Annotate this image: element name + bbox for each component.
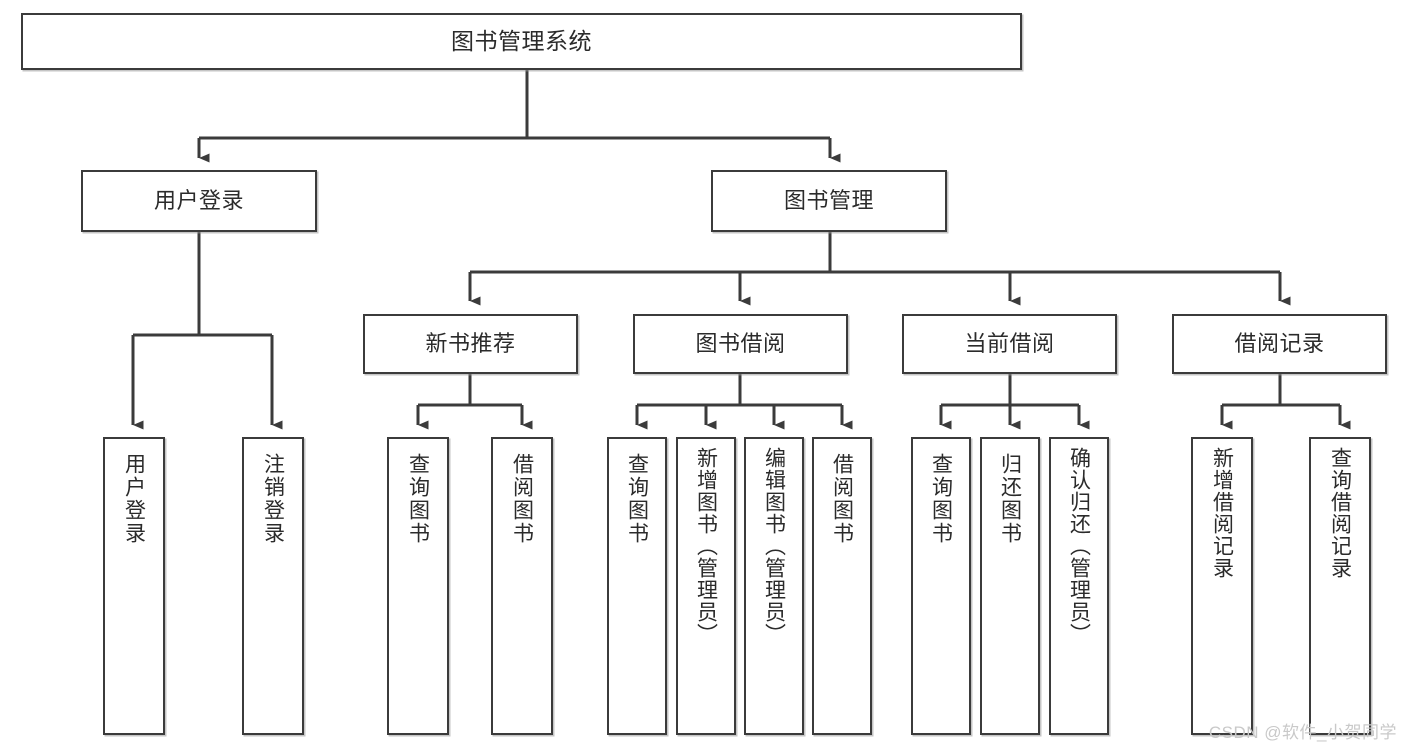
node-leaf-user-login[interactable]: 用户登录 (103, 437, 165, 735)
node-label: 借阅记录 (1234, 331, 1325, 357)
node-leaf-logout[interactable]: 注销登录 (242, 437, 304, 735)
node-label: 借阅图书 (510, 453, 534, 545)
node-label: 归还图书 (998, 453, 1022, 545)
node-label: 图书借阅 (695, 331, 786, 357)
node-root-system[interactable]: 图书管理系统 (21, 13, 1022, 70)
node-user-login[interactable]: 用户登录 (81, 170, 317, 232)
node-label: 编辑图书（管理员） (762, 447, 786, 645)
node-label: 新增借阅记录 (1210, 447, 1234, 579)
node-label: 图书管理 (783, 188, 874, 214)
watermark: CSDN @软件_小贺同学 (1208, 723, 1397, 742)
node-label: 借阅图书 (830, 453, 854, 545)
node-leaf-borrow-book-recommend[interactable]: 借阅图书 (491, 437, 553, 735)
node-leaf-add-book-admin[interactable]: 新增图书（管理员） (676, 437, 736, 735)
node-label: 注销登录 (261, 453, 285, 545)
node-label: 用户登录 (153, 188, 244, 214)
node-leaf-query-book-recommend[interactable]: 查询图书 (387, 437, 449, 735)
node-leaf-query-book-current[interactable]: 查询图书 (911, 437, 971, 735)
node-label: 查询图书 (406, 453, 430, 545)
node-book-management[interactable]: 图书管理 (711, 170, 947, 232)
node-label: 当前借阅 (964, 331, 1055, 357)
node-label: 确认归还（管理员） (1067, 447, 1091, 645)
node-leaf-add-borrow-record[interactable]: 新增借阅记录 (1191, 437, 1253, 735)
node-borrow-record[interactable]: 借阅记录 (1172, 314, 1387, 374)
node-label: 新书推荐 (425, 331, 516, 357)
node-leaf-borrow-book[interactable]: 借阅图书 (812, 437, 872, 735)
node-leaf-confirm-return-admin[interactable]: 确认归还（管理员） (1049, 437, 1109, 735)
node-label: 查询图书 (929, 453, 953, 545)
node-label: 用户登录 (122, 453, 146, 545)
node-book-borrow[interactable]: 图书借阅 (633, 314, 848, 374)
node-label: 新增图书（管理员） (694, 447, 718, 645)
node-label: 查询图书 (625, 453, 649, 545)
node-leaf-edit-book-admin[interactable]: 编辑图书（管理员） (744, 437, 804, 735)
node-leaf-return-book[interactable]: 归还图书 (980, 437, 1040, 735)
node-leaf-query-book-borrow[interactable]: 查询图书 (607, 437, 667, 735)
node-new-book-recommend[interactable]: 新书推荐 (363, 314, 578, 374)
node-label: 查询借阅记录 (1328, 447, 1352, 579)
node-label: 图书管理系统 (451, 27, 592, 54)
node-leaf-query-borrow-record[interactable]: 查询借阅记录 (1309, 437, 1371, 735)
node-current-borrow[interactable]: 当前借阅 (902, 314, 1117, 374)
